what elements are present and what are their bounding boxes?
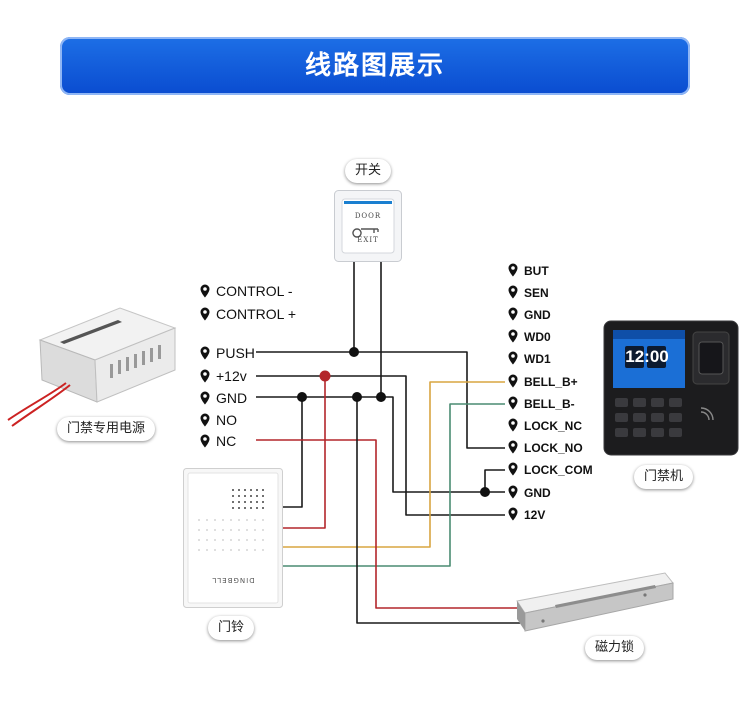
power-pin-label: CONTROL + [216, 306, 296, 322]
wire-lock-com [484, 469, 505, 492]
junction-dot [297, 392, 307, 402]
power-supply [0, 300, 185, 440]
power-pin-label: PUSH [216, 345, 255, 361]
controller-pin-bell-b-minus: BELL_B- [508, 396, 575, 412]
controller-pin-gnd-top: GND [508, 307, 551, 323]
doorbell-brand: DINGBELL [211, 576, 255, 584]
wire-lock-gnd [356, 397, 520, 624]
power-pin-label: GND [216, 390, 248, 406]
junction-dot [319, 370, 331, 382]
wire-bell-12v [283, 376, 326, 529]
controller-pin-but: BUT [508, 263, 549, 279]
wire-bell-b-minus [283, 403, 505, 567]
controller-pin-label: LOCK_COM [524, 463, 593, 477]
access-control-terminal: 12:00 [603, 320, 739, 456]
location-pin-icon [508, 485, 518, 499]
power-pin-label: +12v [216, 368, 247, 384]
location-pin-icon [508, 396, 518, 410]
power-pin-control-minus: CONTROL - [200, 283, 292, 299]
location-pin-icon [200, 391, 210, 405]
power-pin-label: NC [216, 433, 237, 449]
location-pin-icon [200, 284, 210, 298]
page-title: 线路图展示 [304, 51, 445, 81]
label-doorbell: 门铃 [208, 616, 255, 640]
label-access-control: 门禁机 [634, 465, 694, 489]
wire-12v [256, 375, 505, 516]
location-pin-icon [200, 307, 210, 321]
location-pin-icon [200, 346, 210, 360]
power-pin-no: NO [200, 412, 237, 428]
label-magnetic-lock: 磁力锁 [585, 636, 645, 660]
controller-pin-label: 12V [524, 508, 546, 522]
junction-dot [352, 392, 362, 402]
power-pin-control-plus: CONTROL + [200, 306, 296, 322]
location-pin-icon [508, 462, 518, 476]
junction-dot [480, 487, 490, 497]
controller-pin-label: BELL_B- [524, 397, 575, 411]
controller-pin-label: BELL_B+ [524, 375, 578, 389]
location-pin-icon [200, 369, 210, 383]
location-pin-icon [508, 329, 518, 343]
location-pin-icon [508, 440, 518, 454]
controller-pin-wd1: WD1 [508, 351, 551, 367]
wire-bell-b-plus [283, 381, 505, 548]
label-power-supply: 门禁专用电源 [57, 417, 156, 441]
controller-pin-sen: SEN [508, 285, 549, 301]
wire-bell-gnd [283, 397, 303, 508]
power-pin-label: NO [216, 412, 237, 428]
controller-pin-label: WD0 [524, 330, 551, 344]
location-pin-icon [508, 507, 518, 521]
controller-pin-label: LOCK_NO [524, 441, 583, 455]
controller-pin-label: LOCK_NC [524, 419, 583, 433]
title-banner: 线路图展示 [60, 37, 690, 95]
controller-pin-gnd: GND [508, 485, 551, 501]
controller-pin-bell-b-plus: BELL_B+ [508, 374, 578, 390]
location-pin-icon [200, 413, 210, 427]
junction-dot [349, 347, 359, 357]
controller-pin-label: WD1 [524, 352, 551, 366]
controller-pin-label: SEN [524, 286, 549, 300]
doorbell: DINGBELL [183, 468, 283, 608]
power-pin-12v: +12v [200, 368, 247, 384]
terminal-clock: 12:00 [625, 347, 669, 366]
power-pin-label: CONTROL - [216, 283, 293, 299]
location-pin-icon [508, 263, 518, 277]
power-pin-gnd: GND [200, 390, 247, 406]
controller-pin-label: BUT [524, 264, 549, 278]
switch-door-text: DOOR [354, 212, 382, 220]
location-pin-icon [200, 434, 210, 448]
power-pin-nc: NC [200, 433, 236, 449]
wire-nc [256, 439, 520, 609]
controller-pin-lock-com: LOCK_COM [508, 462, 593, 478]
switch-exit-text: EXIT [357, 236, 379, 244]
controller-pin-lock-nc: LOCK_NC [508, 418, 582, 434]
controller-pin-12v: 12V [508, 507, 545, 523]
wire-push [256, 351, 505, 449]
location-pin-icon [508, 307, 518, 321]
magnetic-lock [515, 565, 675, 637]
label-switch: 开关 [345, 159, 392, 183]
key-icon [352, 228, 379, 238]
controller-pin-label: GND [524, 308, 551, 322]
location-pin-icon [508, 374, 518, 388]
location-pin-icon [508, 418, 518, 432]
controller-pin-label: GND [524, 486, 551, 500]
power-pin-push: PUSH [200, 345, 255, 361]
location-pin-icon [508, 351, 518, 365]
controller-pin-lock-no: LOCK_NO [508, 440, 583, 456]
controller-pin-wd0: WD0 [508, 329, 551, 345]
junction-dot [376, 392, 386, 402]
exit-switch: DOOR EXIT [334, 190, 402, 262]
location-pin-icon [508, 285, 518, 299]
